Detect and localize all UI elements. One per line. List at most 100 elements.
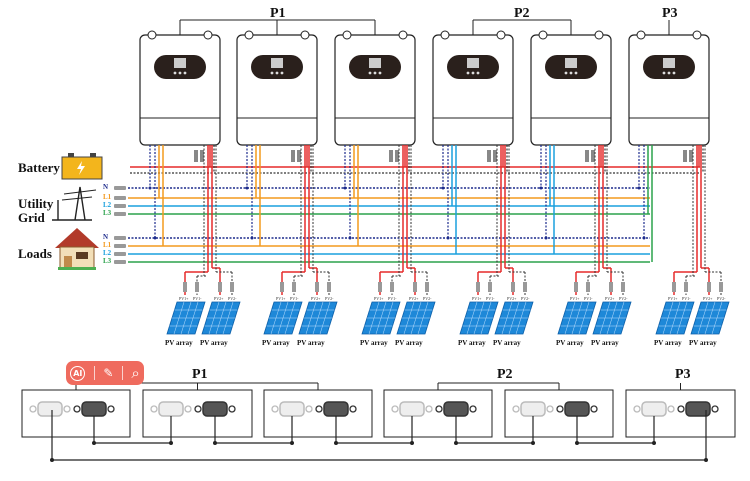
load-phase-label-l2: L2 bbox=[103, 249, 112, 257]
pv-cell-grid bbox=[312, 301, 324, 335]
pv-panel bbox=[361, 301, 401, 335]
pv-connector bbox=[689, 150, 693, 162]
pv-terminal-label: PV1- bbox=[682, 296, 691, 301]
magic-edit-button[interactable]: ✎ bbox=[103, 366, 114, 380]
mounting-hook bbox=[594, 30, 604, 40]
inverter-lcd-screen bbox=[369, 58, 381, 68]
inverter-1 bbox=[139, 30, 221, 146]
inverter-lcd-screen bbox=[271, 58, 283, 68]
port-out-connector bbox=[202, 401, 228, 417]
comm-group-label-P2: P2 bbox=[497, 367, 513, 382]
pv-cell-grid bbox=[215, 301, 227, 335]
mounting-hook bbox=[244, 30, 254, 40]
pv-mc4-connector bbox=[511, 282, 515, 292]
pv-connector bbox=[683, 150, 687, 162]
pv-connector bbox=[297, 150, 301, 162]
pv-array-label: PV array bbox=[458, 339, 486, 347]
port-in-connector-screw bbox=[546, 405, 554, 413]
pv-mc4-connector bbox=[292, 282, 296, 292]
pv-mc4-connector bbox=[218, 282, 222, 292]
inverter-button bbox=[662, 71, 666, 75]
house-roof-icon bbox=[55, 228, 99, 248]
junction-dot bbox=[410, 441, 414, 445]
grid-phase-label-l3: L3 bbox=[103, 209, 112, 217]
mounting-hook bbox=[440, 30, 450, 40]
junction-dot bbox=[642, 236, 646, 240]
pv-panel bbox=[263, 301, 303, 335]
port-out-connector-screw bbox=[73, 405, 81, 413]
pv-terminal-label: PV2- bbox=[423, 296, 432, 301]
pv-mc4-connector bbox=[476, 282, 480, 292]
mounting-hook bbox=[147, 30, 157, 40]
battery-terminal-icon bbox=[68, 153, 74, 157]
pv-mc4-connector bbox=[390, 282, 394, 292]
pv-panel bbox=[494, 301, 534, 335]
inverter-button bbox=[476, 71, 480, 75]
inverter-lcd-screen bbox=[467, 58, 479, 68]
inverter-button bbox=[270, 71, 274, 75]
junction-dot bbox=[169, 441, 173, 445]
grid-terminal-l1 bbox=[114, 196, 126, 200]
pv-cell-grid bbox=[704, 301, 716, 335]
junction-dot bbox=[637, 186, 641, 190]
pv-panel bbox=[592, 301, 632, 335]
mounting-hook bbox=[342, 30, 352, 40]
pv-connector bbox=[487, 150, 491, 162]
pv-mc4-connector bbox=[195, 282, 199, 292]
pv-panel bbox=[396, 301, 436, 335]
pv-terminal-label: PV2+ bbox=[311, 296, 321, 301]
port-in-connector bbox=[520, 401, 546, 417]
mounting-hook bbox=[300, 30, 310, 40]
inverter-button bbox=[183, 71, 187, 75]
pv-cell-grid bbox=[208, 301, 220, 335]
pv-terminal-label: PV2+ bbox=[605, 296, 615, 301]
grid-phase-label-l1: L1 bbox=[103, 193, 112, 201]
pv-array-label: PV array bbox=[591, 339, 619, 347]
pv-connector bbox=[194, 150, 198, 162]
inverter-button bbox=[667, 71, 671, 75]
search-button[interactable]: ⌕ bbox=[131, 364, 140, 382]
power-line-icon bbox=[63, 189, 97, 195]
port-in-connector bbox=[279, 401, 305, 417]
ai-button[interactable]: AI bbox=[70, 365, 86, 381]
pv-cell-grid bbox=[473, 301, 485, 335]
port-in-connector-screw bbox=[633, 405, 641, 413]
pv-mc4-connector bbox=[230, 282, 234, 292]
inverter-button bbox=[178, 71, 182, 75]
pv-cell-grid bbox=[613, 301, 625, 335]
pv-cell-grid bbox=[319, 301, 331, 335]
inverter-button bbox=[564, 71, 568, 75]
port-in-connector-screw bbox=[667, 405, 675, 413]
pv-cell-grid bbox=[382, 301, 394, 335]
pv-terminal-label: PV1- bbox=[388, 296, 397, 301]
pv-cell-grid bbox=[480, 301, 492, 335]
junction-dot bbox=[544, 236, 548, 240]
load-phase-label-l3: L3 bbox=[103, 257, 112, 265]
pv-array-label: PV array bbox=[200, 339, 228, 347]
junction-dot bbox=[652, 441, 656, 445]
port-in-connector-screw bbox=[512, 405, 520, 413]
port-in-connector bbox=[399, 401, 425, 417]
pv-mc4-connector bbox=[280, 282, 284, 292]
junction-dot bbox=[348, 236, 352, 240]
pv-mc4-connector bbox=[413, 282, 417, 292]
pv-cell-grid bbox=[173, 301, 185, 335]
pv-connector bbox=[291, 150, 295, 162]
pv-mc4-connector bbox=[621, 282, 625, 292]
junction-dot bbox=[575, 441, 579, 445]
pv-array-label: PV array bbox=[689, 339, 717, 347]
junction-dot bbox=[153, 236, 157, 240]
pv-mc4-connector bbox=[488, 282, 492, 292]
pv-mc4-connector bbox=[327, 282, 331, 292]
inverter-5 bbox=[530, 30, 612, 146]
port-out-connector bbox=[443, 401, 469, 417]
junction-dot bbox=[250, 236, 254, 240]
ai-toolbar[interactable]: AI ✎ ⌕ bbox=[66, 361, 144, 385]
inverter-2 bbox=[236, 30, 318, 146]
junction-dot bbox=[50, 458, 54, 462]
pv-cell-grid bbox=[578, 301, 590, 335]
pv-cell-grid bbox=[571, 301, 583, 335]
pv-cell-grid bbox=[187, 301, 199, 335]
pv-cell-grid bbox=[417, 301, 429, 335]
